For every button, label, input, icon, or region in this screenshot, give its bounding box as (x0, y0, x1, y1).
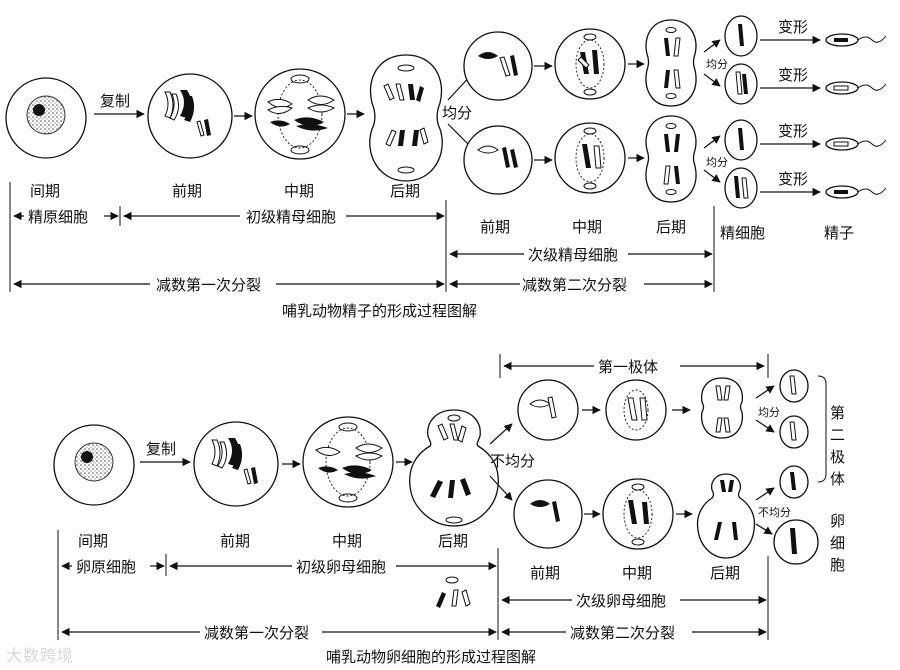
sperm-metaphase2-lower-cell (554, 122, 626, 194)
arrow (703, 39, 721, 53)
egg-meiosis2-label: 减数第二次分裂 (570, 624, 675, 642)
sperm-anaphase2-upper-cell (645, 19, 697, 107)
oogonium-label: 卵原细胞 (76, 558, 136, 576)
sperm-metaphase2-upper-cell (554, 28, 626, 100)
sperm-anaphase2-lower-cell (645, 115, 697, 203)
meiosis1-label: 减数第一次分裂 (156, 276, 261, 294)
egg-prophase1-cell (193, 421, 279, 507)
sperm-anaphase1-cell (369, 54, 443, 182)
egg-stage-anaphase1: 后期 (438, 532, 468, 550)
oocyte-prophase2-cell (513, 479, 583, 549)
spermatid-label: 精细胞 (720, 224, 765, 242)
primary-oocyte-label: 初级卵母细胞 (296, 558, 386, 576)
egg-anaphase1-cell (409, 409, 499, 527)
svg-text:卵: 卵 (830, 512, 845, 530)
primary-spermatocyte-label: 初级精母细胞 (246, 208, 336, 226)
first-polar-body-small (436, 576, 471, 608)
egg-stage-interphase: 间期 (78, 532, 108, 550)
oocyte-metaphase2-cell (602, 478, 674, 550)
egg-stage-prophase2: 前期 (530, 564, 560, 582)
stage-label-metaphase2: 中期 (572, 218, 602, 236)
svg-text:细: 细 (830, 534, 845, 552)
egg-metaphase1-cell (302, 416, 394, 508)
sperm-cell-icon (825, 33, 887, 47)
deform-label-3: 变形 (778, 122, 808, 140)
sperm-caption: 哺乳动物精子的形成过程图解 (282, 302, 477, 320)
egg-stage-anaphase2: 后期 (710, 564, 740, 582)
egg-stage-metaphase2: 中期 (622, 564, 652, 582)
replicate-label: 复制 (100, 92, 130, 110)
svg-text:胞: 胞 (830, 556, 845, 574)
sperm-cell-icon (825, 137, 887, 151)
sperm-prophase2-upper-cell (463, 31, 533, 101)
egg-cell (773, 519, 819, 565)
oocyte-anaphase2-cell (696, 473, 756, 559)
secondary-spermatocyte-label: 次级精母细胞 (528, 246, 618, 264)
stage-label-interphase: 间期 (30, 182, 60, 200)
svg-text:第: 第 (830, 404, 845, 422)
sperm-deform: 变形 变形 变形 变形 (760, 18, 887, 199)
spermatogonium-label: 精原细胞 (28, 208, 88, 226)
egg-interphase-cell (53, 424, 135, 506)
second-polar-label: 第 二 极 体 (830, 404, 845, 488)
polar-brace (817, 375, 827, 483)
svg-text:二: 二 (830, 426, 845, 444)
polar-anaphase2-cell (700, 377, 744, 439)
arrow (703, 73, 721, 87)
egg-caption: 哺乳动物卵细胞的形成过程图解 (326, 648, 536, 666)
sperm-prophase-cell (147, 73, 233, 159)
arrow (703, 135, 721, 149)
sperm-metaphase1-cell (254, 68, 346, 160)
egg-diagram: 第一极体 复制 (53, 354, 845, 666)
svg-text:极: 极 (830, 448, 845, 466)
equal-split-small-label: 均分 (706, 58, 728, 71)
stage-label-metaphase1: 中期 (284, 182, 314, 200)
oocyte-unequal-split-label: 不均分 (758, 506, 791, 519)
sperm-diagram: 复制 (5, 15, 887, 320)
equal-split-label: 均分 (442, 104, 472, 122)
spermatid-cells (724, 15, 758, 209)
egg-stage-metaphase1: 中期 (332, 532, 362, 550)
egg-cell-label: 卵 细 胞 (830, 512, 845, 574)
stage-label-prophase2: 前期 (480, 218, 510, 236)
first-polar-body-label: 第一极体 (598, 358, 658, 376)
sperm-interphase-cell (5, 77, 87, 159)
sperm-cell-icon (825, 185, 887, 199)
sperm-prophase2-lower-cell (463, 125, 533, 195)
deform-label-4: 变形 (778, 170, 808, 188)
secondary-oocyte-label: 次级卵母细胞 (576, 592, 666, 610)
second-polar-bodies (779, 369, 809, 499)
polar-metaphase2-cell (605, 379, 667, 441)
meiosis2-label: 减数第二次分裂 (522, 276, 627, 294)
svg-text:体: 体 (830, 470, 845, 488)
watermark: 大数跨境 (6, 646, 75, 665)
polar-prophase2-cell (517, 379, 579, 441)
stage-label-prophase1: 前期 (172, 182, 202, 200)
arrow (703, 169, 721, 183)
polar-equal-split-label: 均分 (758, 406, 780, 419)
stage-label-anaphase1: 后期 (390, 182, 420, 200)
egg-stage-prophase1: 前期 (220, 532, 250, 550)
sperm-cell-icon (825, 81, 887, 95)
sperm-label: 精子 (824, 224, 854, 242)
egg-meiosis1-label: 减数第一次分裂 (204, 624, 309, 642)
stage-label-anaphase2: 后期 (656, 218, 686, 236)
deform-label-2: 变形 (778, 66, 808, 84)
equal-split-small-label-2: 均分 (706, 156, 728, 169)
unequal-split-label: 不均分 (490, 452, 535, 470)
deform-label-1: 变形 (778, 18, 808, 36)
egg-replicate-label: 复制 (146, 440, 176, 458)
